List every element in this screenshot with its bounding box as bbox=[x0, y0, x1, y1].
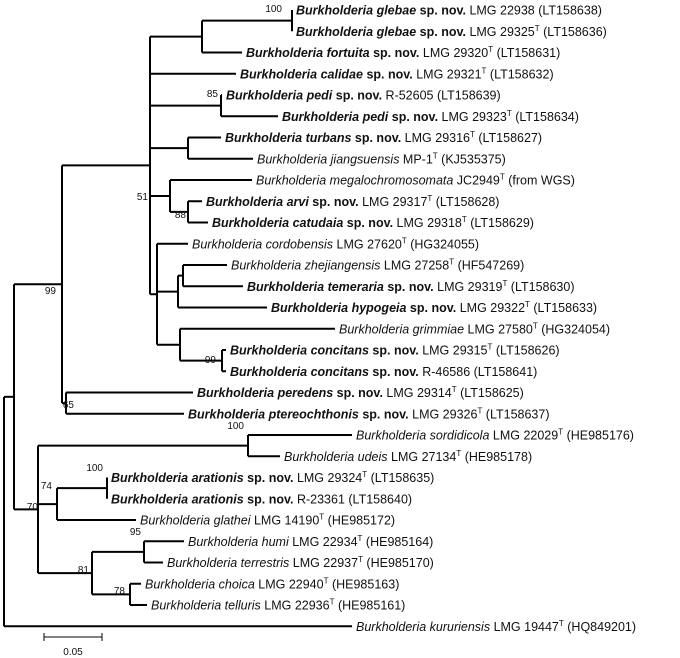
bootstrap-value: 85 bbox=[207, 89, 219, 100]
taxon-labels: Burkholderia glebae sp. nov. LMG 22938 (… bbox=[111, 4, 636, 634]
taxon-label: Burkholderia telluris LMG 22936T (HE9851… bbox=[151, 598, 405, 613]
taxon-label: Burkholderia turbans sp. nov. LMG 29316T… bbox=[225, 130, 542, 145]
taxon-label: Burkholderia peredens sp. nov. LMG 29314… bbox=[197, 385, 524, 400]
taxon-label: Burkholderia grimmiae LMG 27580T (HG3240… bbox=[339, 321, 610, 336]
scale-label: 0.05 bbox=[63, 647, 83, 658]
bootstrap-value: 100 bbox=[265, 4, 282, 15]
taxon-label: Burkholderia arationis sp. nov. R-23361 … bbox=[111, 492, 412, 506]
taxon-label: Burkholderia hypogeia sp. nov. LMG 29322… bbox=[271, 300, 597, 315]
taxon-label: Burkholderia temeraria sp. nov. LMG 2931… bbox=[247, 279, 575, 294]
taxon-label: Burkholderia ptereochthonis sp. nov. LMG… bbox=[188, 406, 550, 421]
taxon-label: Burkholderia terrestris LMG 22937T (HE98… bbox=[167, 555, 434, 570]
bootstrap-value: 70 bbox=[27, 502, 39, 513]
bootstrap-value: 81 bbox=[78, 565, 90, 576]
bootstrap-value: 78 bbox=[114, 586, 126, 597]
taxon-label: Burkholderia calidae sp. nov. LMG 29321T… bbox=[240, 66, 554, 81]
taxon-label: Burkholderia cordobensis LMG 27620T (HG3… bbox=[192, 236, 479, 251]
taxon-label: Burkholderia pedi sp. nov. R-52605 (LT15… bbox=[226, 89, 501, 103]
taxon-label: Burkholderia glebae sp. nov. LMG 22938 (… bbox=[296, 4, 602, 18]
bootstrap-value: 100 bbox=[86, 463, 103, 474]
bootstrap-value: 65 bbox=[63, 400, 75, 411]
taxon-label: Burkholderia arvi sp. nov. LMG 29317T (L… bbox=[206, 194, 499, 209]
bootstrap-values: 100 85 51 88 99 99 65 100 100 74 70 95 8… bbox=[27, 4, 283, 597]
taxon-label: Burkholderia glebae sp. nov. LMG 29325T … bbox=[296, 24, 607, 39]
bootstrap-value: 100 bbox=[227, 421, 244, 432]
bootstrap-value: 74 bbox=[41, 481, 53, 492]
bootstrap-value: 88 bbox=[175, 210, 187, 221]
scale-bar: 0.05 bbox=[43, 633, 103, 658]
taxon-label: Burkholderia humi LMG 22934T (HE985164) bbox=[188, 534, 433, 549]
taxon-label: Burkholderia catudaia sp. nov. LMG 29318… bbox=[212, 215, 534, 230]
taxon-label: Burkholderia udeis LMG 27134T (HE985178) bbox=[284, 449, 532, 464]
taxon-label: Burkholderia concitans sp. nov. LMG 2931… bbox=[230, 343, 560, 358]
taxon-label: Burkholderia arationis sp. nov. LMG 2932… bbox=[111, 470, 434, 485]
taxon-label: Burkholderia fortuita sp. nov. LMG 29320… bbox=[246, 45, 560, 60]
taxon-label: Burkholderia sordidicola LMG 22029T (HE9… bbox=[356, 428, 634, 443]
bootstrap-value: 99 bbox=[205, 355, 217, 366]
taxon-label: Burkholderia glathei LMG 14190T (HE98517… bbox=[140, 513, 395, 528]
taxon-label: Burkholderia jiangsuensis MP-1T (KJ53537… bbox=[257, 151, 506, 166]
taxon-label: Burkholderia kururiensis LMG 19447T (HQ8… bbox=[356, 619, 636, 634]
bootstrap-value: 99 bbox=[45, 286, 57, 297]
bootstrap-value: 51 bbox=[137, 192, 149, 203]
bootstrap-value: 95 bbox=[130, 527, 142, 538]
taxon-label: Burkholderia concitans sp. nov. R-46586 … bbox=[230, 365, 537, 379]
taxon-label: Burkholderia zhejiangensis LMG 27258T (H… bbox=[231, 258, 524, 273]
taxon-label: Burkholderia choica LMG 22940T (HE985163… bbox=[145, 576, 399, 591]
taxon-label: Burkholderia pedi sp. nov. LMG 29323T (L… bbox=[282, 109, 579, 124]
tree-branches bbox=[3, 10, 352, 628]
taxon-label: Burkholderia megalochromosomata JC2949T … bbox=[256, 173, 575, 188]
